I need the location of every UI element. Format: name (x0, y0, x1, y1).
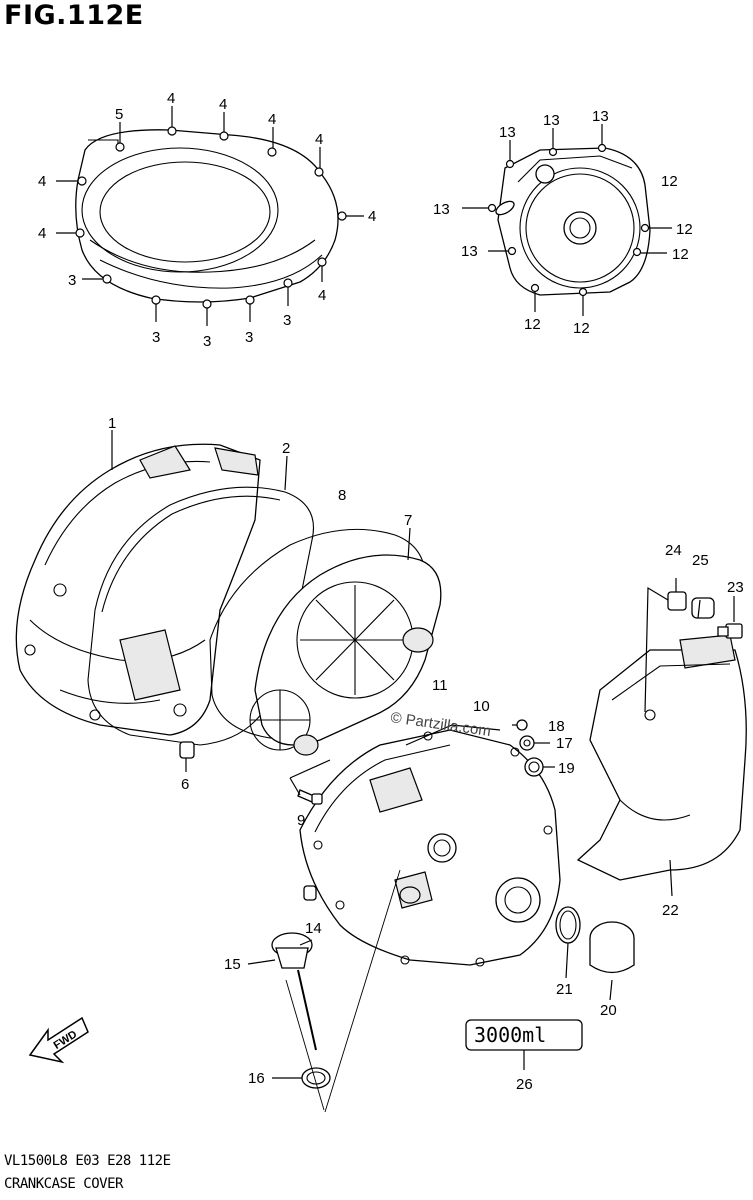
callout-4-h: 4 (38, 173, 46, 190)
callout-21: 21 (556, 981, 573, 998)
part-1-crankcase-cover (15, 443, 261, 736)
part-18-o-ring (516, 719, 528, 731)
callout-4-e: 4 (368, 208, 376, 225)
part-13-dowel-small (303, 885, 317, 901)
callout-4-c: 4 (268, 111, 276, 128)
part-14-dipstick (297, 969, 317, 1051)
callout-14: 14 (305, 920, 322, 937)
part-9-bolt (297, 789, 323, 805)
badge-text: 3000ml (474, 1023, 546, 1047)
part-15-oil-cap (271, 932, 313, 969)
clutch-cover-outer (75, 129, 339, 303)
part-19-o-ring (524, 757, 544, 777)
part-17-washer (519, 735, 535, 751)
callout-17: 17 (556, 735, 573, 752)
callout-18: 18 (548, 718, 565, 735)
callout-4-g: 4 (38, 225, 46, 242)
callout-23: 23 (727, 579, 744, 596)
part-23-bolt (717, 623, 743, 639)
part-22-side-cover (576, 634, 747, 881)
callout-12-c: 12 (672, 246, 689, 263)
callout-3-b: 3 (152, 329, 160, 346)
callout-4-b: 4 (219, 96, 227, 113)
callout-4-f: 4 (318, 287, 326, 304)
callout-6: 6 (181, 776, 189, 793)
callout-11: 11 (432, 677, 448, 694)
generator-cover-leaders (462, 124, 672, 316)
callout-13-a: 13 (499, 124, 516, 141)
generator-cover-bolts (487, 143, 650, 297)
callout-24: 24 (665, 542, 682, 559)
callout-19: 19 (558, 760, 575, 777)
callout-10: 10 (473, 698, 490, 715)
callout-7: 7 (404, 512, 412, 529)
callout-26: 26 (516, 1076, 533, 1093)
figure-code: VL1500L8 E03 E28 112E (4, 1153, 171, 1169)
callout-16: 16 (248, 1070, 265, 1087)
generator-cover-outer (495, 147, 651, 296)
callout-1: 1 (108, 415, 116, 432)
part-20-plug (589, 921, 635, 974)
callout-3-e: 3 (283, 312, 291, 329)
callout-20: 20 (600, 1002, 617, 1019)
figure-title: FIG.112E (4, 0, 144, 31)
callout-15: 15 (224, 956, 241, 973)
callout-22: 22 (662, 902, 679, 919)
callout-4-a: 4 (167, 90, 175, 107)
part-25-collar (691, 597, 715, 619)
callout-labels: 1 2 3 3 3 3 3 4 4 4 4 4 4 4 4 5 6 7 8 9 … (38, 90, 744, 1093)
callout-8: 8 (338, 487, 346, 504)
callout-12-b: 12 (676, 221, 693, 238)
part-24-grommet (667, 591, 687, 611)
callout-13-b: 13 (543, 112, 560, 129)
part-26-label-badge: 3000ml (465, 1019, 583, 1051)
callout-3-d: 3 (245, 329, 253, 346)
callout-5: 5 (115, 106, 123, 123)
callout-12-a: 12 (661, 173, 678, 190)
callout-2: 2 (282, 440, 290, 457)
callout-12-d: 12 (524, 316, 541, 333)
callout-13-e: 13 (461, 243, 478, 260)
part-11-crankcase-cover (299, 729, 561, 967)
callout-4-d: 4 (315, 131, 323, 148)
callout-25: 25 (692, 552, 709, 569)
callout-12-e: 12 (573, 320, 590, 337)
part-21-o-ring (555, 906, 581, 944)
callout-13-c: 13 (592, 108, 609, 125)
callout-3-c: 3 (203, 333, 211, 350)
clutch-cover-leaders (56, 106, 364, 326)
part-16-o-ring (301, 1067, 331, 1089)
part-7-inner-cover (249, 554, 442, 756)
callout-3-a: 3 (68, 272, 76, 289)
callout-9: 9 (297, 812, 305, 829)
part-6-dowel (179, 741, 195, 759)
figure-name: CRANKCASE COVER (4, 1176, 123, 1192)
lower-leaders (111, 430, 735, 1113)
callout-13-d: 13 (433, 201, 450, 218)
fwd-arrow-icon: FWD (28, 1016, 89, 1064)
